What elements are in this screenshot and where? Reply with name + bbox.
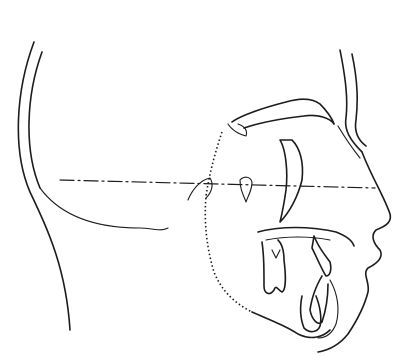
- porion-mark: [188, 178, 212, 200]
- orbit-rim: [244, 115, 334, 128]
- skull-outline-inner: [29, 52, 42, 188]
- upper-molar-root-mark: [272, 250, 280, 258]
- upper-molar: [262, 240, 285, 293]
- frontal-profile-inner: [352, 54, 366, 146]
- palate-inner: [266, 237, 330, 240]
- orbit-outline: [232, 99, 334, 124]
- ramus-outline: [205, 132, 252, 312]
- mastoid-curve: [40, 188, 168, 230]
- condyle-shape: [240, 177, 252, 202]
- lower-incisor: [310, 276, 328, 323]
- orbit-detail: [228, 124, 247, 136]
- reference-plane-line: [60, 180, 375, 188]
- pterygoid-fissure: [280, 140, 303, 222]
- upper-incisor: [312, 236, 331, 276]
- mandible-lower-border: [252, 312, 330, 337]
- soft-tissue-profile: [318, 152, 390, 352]
- skull-outline-outer: [18, 42, 70, 330]
